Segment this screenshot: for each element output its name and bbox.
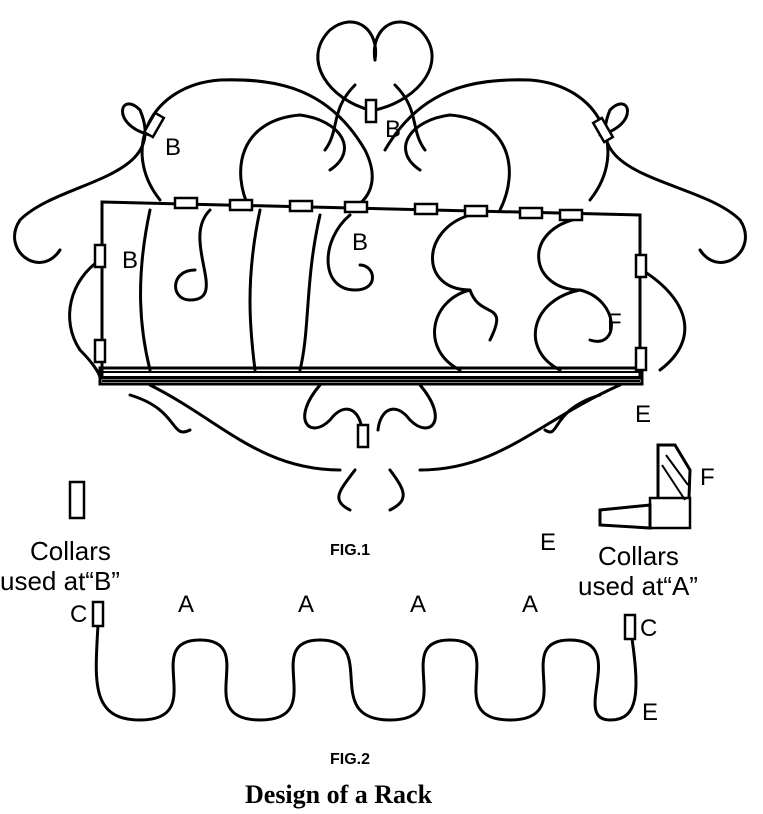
label-a: A [298,591,314,618]
label-e: E [642,699,658,726]
collar-b-icon [68,480,86,520]
collars-a-line2: used at“A” [578,571,698,601]
wavy-bar [94,623,638,722]
fig1-caption: FIG.1 [330,542,370,559]
collar-a-label-e: E [540,529,556,556]
label-c: C [640,615,657,642]
collars-b-line1: Collars [30,536,111,566]
label-b: B [352,229,368,256]
label-e: E [635,401,651,428]
rack-frame [98,200,644,386]
label-b: B [122,247,138,274]
fig2-caption: FIG.2 [330,751,370,768]
collar-c-left [91,600,105,628]
bottom-scrolls [128,383,622,512]
label-b: B [385,116,401,143]
top-scrolls [13,20,747,380]
collar-c-right [623,613,637,641]
collar-a-label-f: F [700,464,715,491]
collars-b-line2: used at“B” [0,566,120,596]
inner-scrolls [139,208,613,372]
collars-b [93,98,648,449]
collar-a-detail [598,443,692,530]
label-a: A [522,591,538,618]
collars-a-line1: Collars [598,541,679,571]
label-a: A [410,591,426,618]
label-c: C [70,601,87,628]
label-f: F [607,309,622,336]
label-b: B [165,134,181,161]
diagram-title: Design of a Rack [245,780,433,809]
label-a: A [178,591,194,618]
